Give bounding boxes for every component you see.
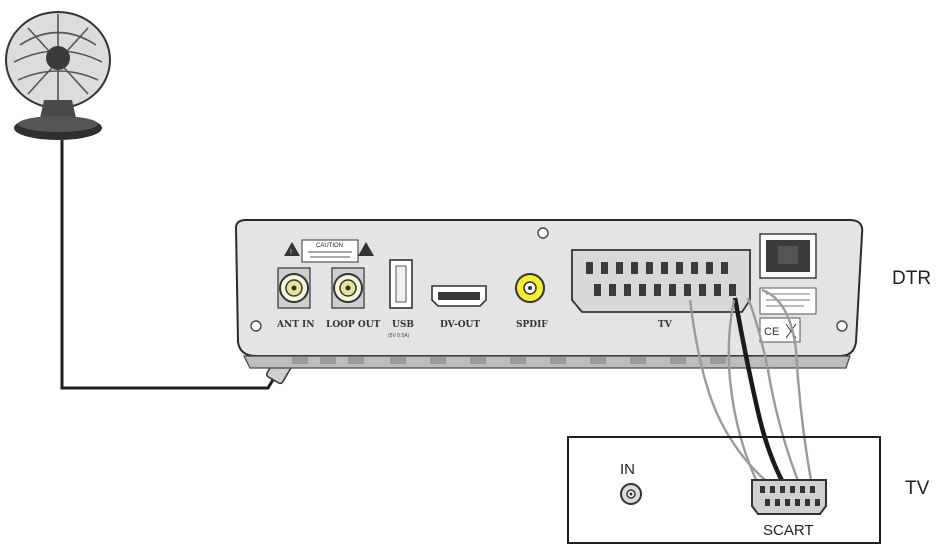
svg-text:!: !	[290, 249, 292, 256]
scart-cable	[688, 288, 814, 490]
tv-scart-port	[751, 479, 827, 515]
dtr-scart-port	[571, 249, 751, 313]
svg-text:CE: CE	[764, 326, 779, 338]
usb-sub-label: (5V 0.5A)	[388, 333, 409, 339]
ant-in-label: ANT IN	[276, 320, 314, 330]
tv-scart-label: SCART	[763, 522, 814, 539]
hdmi-label: DV-OUT	[440, 320, 480, 330]
hdmi-port	[431, 285, 487, 307]
warning-area: ! CAUTION	[284, 239, 374, 263]
tv-box	[567, 436, 881, 544]
spdif-port	[515, 273, 545, 303]
warning-title: CAUTION	[316, 243, 343, 249]
tv-in-label: IN	[620, 461, 635, 478]
scart-tv-label: TV	[658, 320, 673, 330]
dtr-label: DTR	[892, 268, 932, 289]
loop-out-label: LOOP OUT	[326, 320, 381, 330]
usb-port	[389, 259, 413, 309]
usb-label: USB	[392, 320, 414, 330]
tv-antenna-input-icon	[620, 483, 642, 505]
ant-in-port	[277, 267, 311, 309]
power-switch	[759, 233, 817, 279]
tv-label: TV	[905, 478, 930, 499]
loop-out-port	[331, 267, 365, 309]
antenna-icon	[5, 11, 111, 140]
spdif-label: SPDIF	[516, 320, 548, 330]
